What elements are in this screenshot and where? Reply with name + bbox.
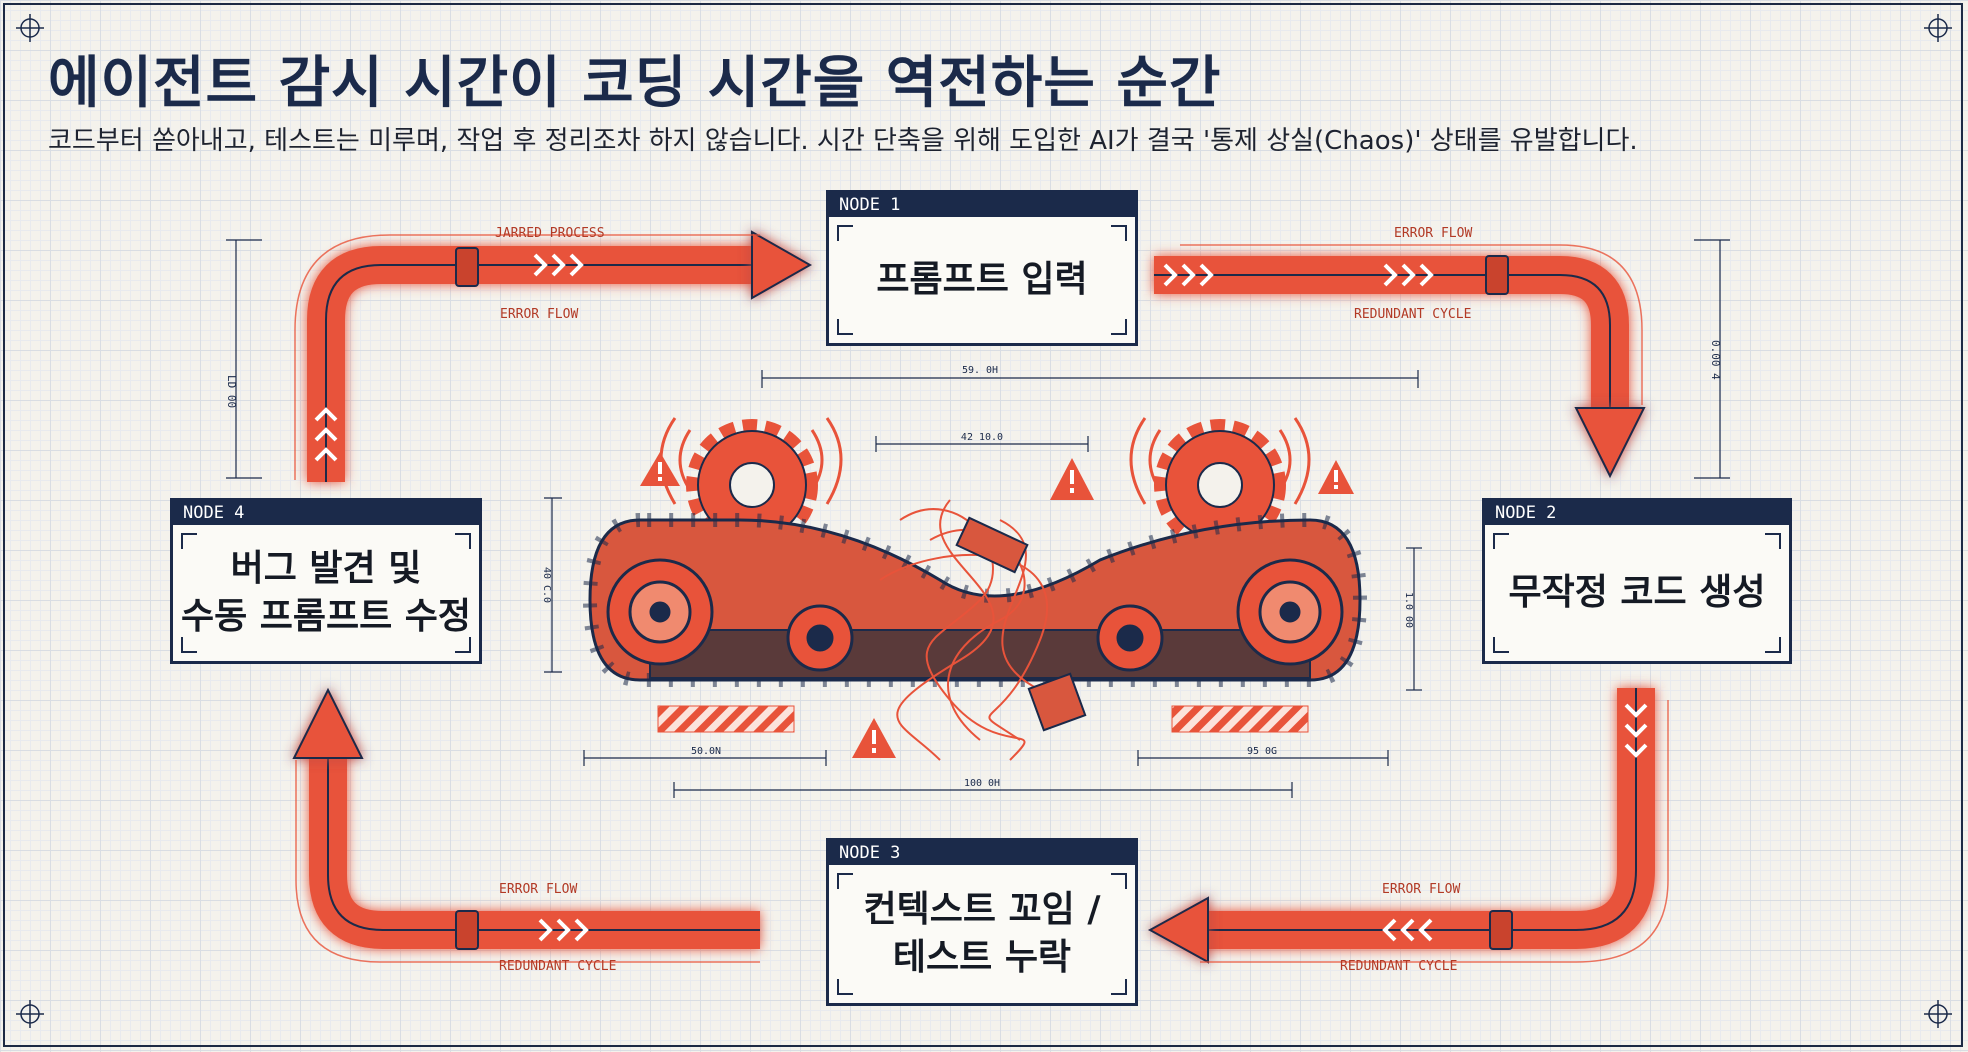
node-1-card: NODE 1 프롬프트 입력 [826,190,1138,346]
dimension-label: 59. 0H [962,365,998,376]
warning-icon [1318,460,1354,494]
warning-icon [852,718,896,758]
node-4-card: NODE 4 버그 발견 및 수동 프롬프트 수정 [170,498,482,664]
warning-icon [1050,458,1094,500]
node-2-card: NODE 2 무작정 코드 생성 [1482,498,1792,664]
pipe-label: ERROR FLOW [1382,882,1460,897]
dimension-label: 95 0G [1247,746,1277,757]
crosshair-icon [1924,14,1952,42]
page-frame [3,3,1963,1047]
node-label: 무작정 코드 생성 [1508,572,1766,613]
dimension-label: 40 C.0 [541,567,552,603]
node-tag: NODE 3 [829,841,1135,865]
node-label: 프롬프트 입력 [876,259,1088,300]
arrow-node1-to-node2 [1154,256,1629,410]
dimension-label: 50.0N [691,746,721,757]
node-label: 컨텍스트 꼬임 / 테스트 누락 [863,889,1101,978]
crosshair-icon [16,1000,44,1028]
node-tag: NODE 2 [1485,501,1789,525]
pipe-label: ERROR FLOW [499,882,577,897]
arrowhead-icon [1574,407,1646,479]
warning-icon [640,452,680,486]
node-tag: NODE 4 [173,501,479,525]
tangled-conveyor-illustration: 59. 0H 42 10.0 50.0N 95 0G 100 0H 40 C.0… [541,365,1422,798]
pipe-label: REDUNDANT CYCLE [1340,959,1457,974]
dimension-label: 100 0H [964,778,1000,789]
pipe-label: ERROR FLOW [500,307,578,322]
node-label: 버그 발견 및 수동 프롬프트 수정 [180,548,472,637]
arrowhead-icon [1147,896,1209,964]
crosshair-icon [1924,1000,1952,1028]
dimension-label: 0.00 4 [1709,340,1722,380]
dimension-label: 1.0 00 [1403,592,1414,628]
pipe-label: ERROR FLOW [1394,226,1472,241]
pipe-label: REDUNDANT CYCLE [1354,307,1471,322]
arrow-node3-to-node4 [309,745,760,949]
arrowhead-icon [292,687,364,759]
arrow-node4-to-node1 [307,246,760,482]
registration-marks [16,14,1952,1028]
chevrons [314,253,1648,942]
pipe-label: JARRED PROCESS [495,226,605,241]
dimension-label: 42 10.0 [961,432,1003,443]
node-tag: NODE 1 [829,193,1135,217]
page-title: 에이전트 감시 시간이 코딩 시간을 역전하는 순간 [48,51,1222,116]
pipe-label: REDUNDANT CYCLE [499,959,616,974]
dimension-label: LD 00 [225,375,238,408]
node-3-card: NODE 3 컨텍스트 꼬임 / 테스트 누락 [826,838,1138,1006]
gear-icon [1154,419,1286,551]
crosshair-icon [16,14,44,42]
page-subtitle: 코드부터 쏟아내고, 테스트는 미루며, 작업 후 정리조차 하지 않습니다. … [48,126,1638,156]
arrowhead-icon [751,230,813,300]
